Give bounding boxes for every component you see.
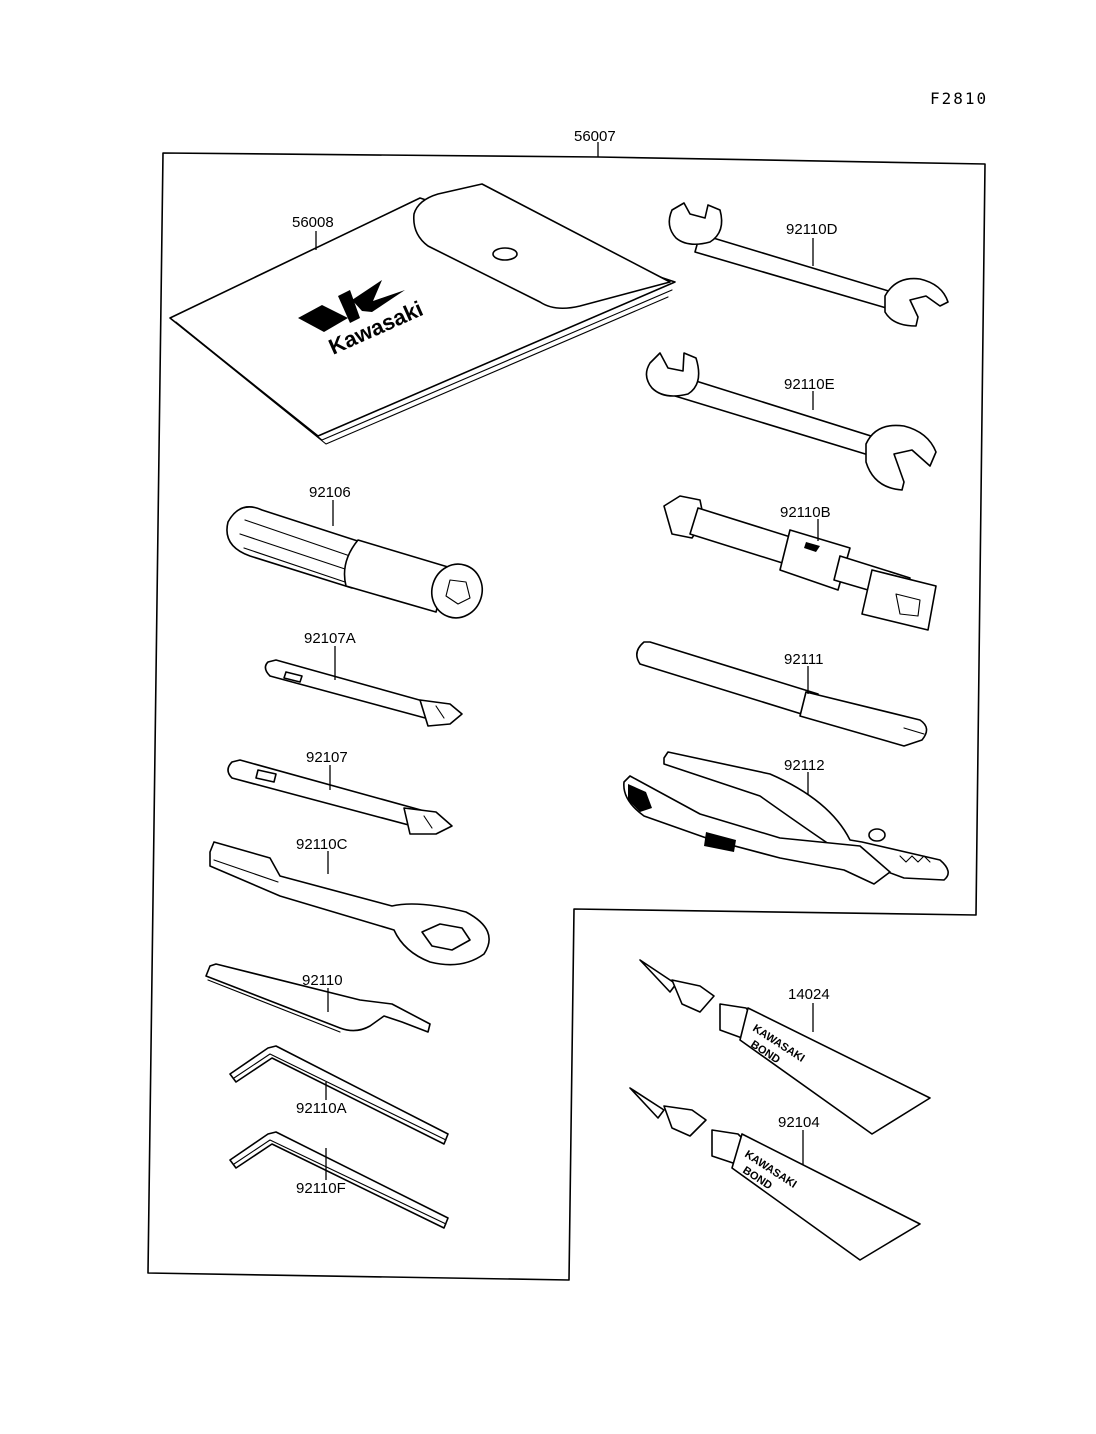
part-label-14024: 14024	[788, 986, 830, 1003]
part-label-92110F: 92110F	[296, 1180, 346, 1197]
ring-wrench-92110C	[209, 841, 490, 966]
part-label-92106: 92106	[309, 484, 351, 501]
bond-tube-14024: KAWASAKI BOND	[639, 959, 931, 1135]
pouch-56008: Kawasaki	[169, 183, 676, 445]
pliers-92112	[623, 751, 949, 885]
part-label-92110A: 92110A	[296, 1100, 347, 1117]
hex-key-92110F	[229, 1131, 449, 1229]
part-label-92110: 92110	[302, 972, 343, 989]
hook-wrench-92110	[205, 963, 431, 1033]
part-label-92107A: 92107A	[304, 630, 356, 647]
part-label-92111: 92111	[784, 651, 824, 668]
figure-id: F2810	[930, 89, 988, 108]
part-label-92107: 92107	[306, 749, 348, 766]
part-label-92110B: 92110B	[780, 504, 831, 521]
part-label-92110D: 92110D	[786, 221, 838, 238]
handle-bar-92111	[636, 641, 928, 747]
part-label-92110E: 92110E	[784, 376, 835, 393]
hex-key-92110A	[229, 1045, 449, 1145]
handle-92106	[226, 506, 483, 619]
wrench-92110D	[668, 202, 949, 327]
box-wrench-92110B	[663, 495, 937, 631]
kit-boundary	[147, 152, 986, 1281]
part-label-56008: 56008	[292, 214, 334, 231]
screwdriver-bit-92107A	[264, 659, 463, 727]
part-label-56007: 56007	[574, 128, 616, 145]
part-label-92112: 92112	[784, 757, 825, 774]
part-label-92104: 92104	[778, 1114, 820, 1131]
wrench-92110E	[645, 352, 937, 491]
screwdriver-bit-92107	[227, 759, 453, 835]
part-label-92110C: 92110C	[296, 836, 348, 853]
